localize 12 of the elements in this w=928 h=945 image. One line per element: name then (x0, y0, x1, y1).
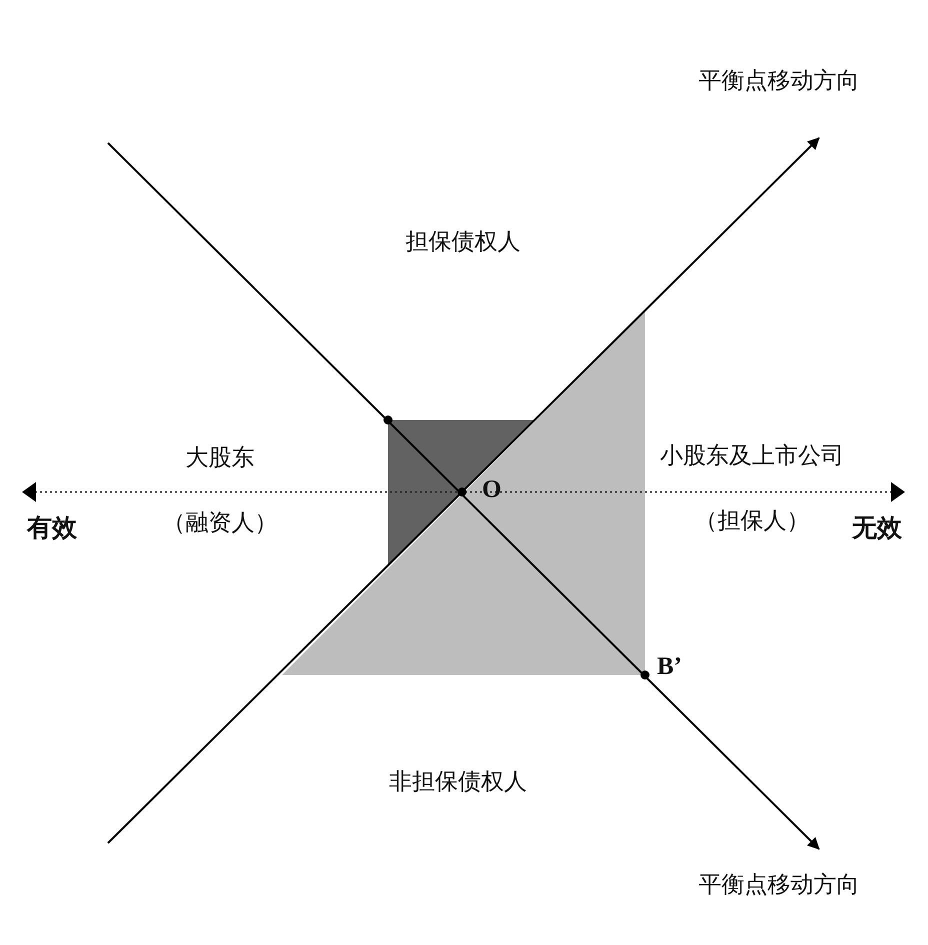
axis-label: 无效 (852, 513, 902, 543)
point-label: B’ (657, 652, 682, 682)
point-label: O (482, 475, 502, 505)
party-label: 大股东 (186, 445, 254, 473)
direction-label: 平衡点移动方向 (698, 68, 860, 96)
party-label: （融资人） (162, 510, 278, 538)
region-label: 担保债权人 (406, 229, 520, 257)
party-label: 小股东及上市公司 (660, 443, 844, 471)
region-label: 非担保债权人 (389, 769, 527, 797)
party-label: （担保人） (694, 508, 810, 536)
direction-label: 平衡点移动方向 (698, 872, 860, 900)
axis-label: 有效 (27, 513, 77, 543)
